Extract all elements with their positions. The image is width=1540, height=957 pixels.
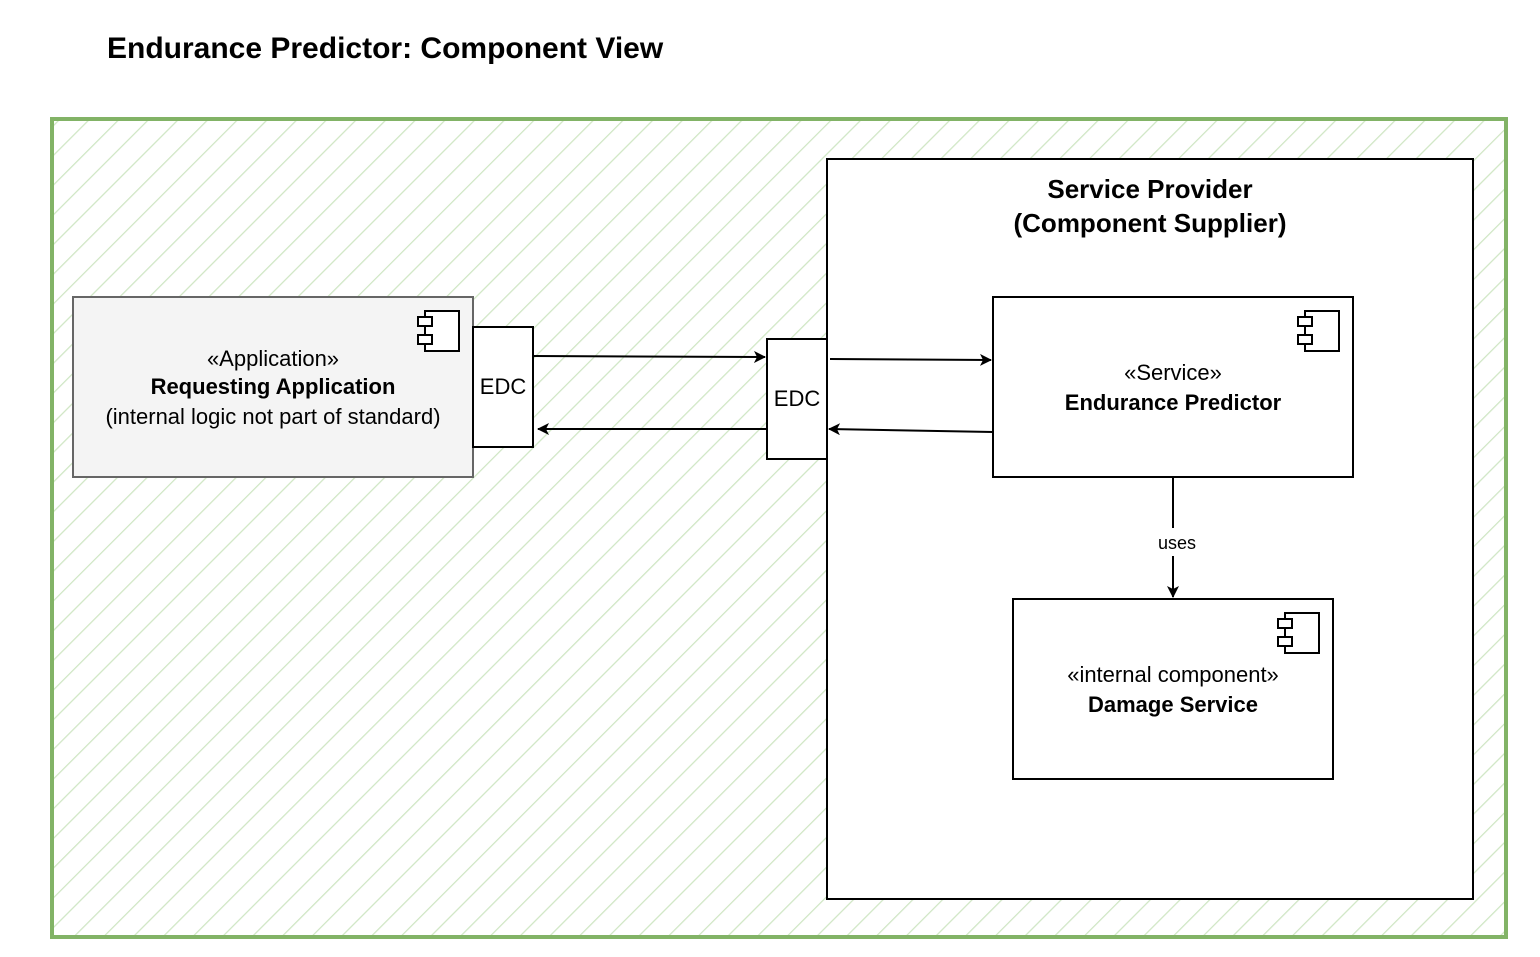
arrow-endurance-predictor-to-edc	[828, 423, 994, 436]
arrow-left-edc-to-right-edc	[532, 350, 766, 363]
damage-service-component[interactable]: «internal component» Damage Service	[1012, 598, 1334, 780]
component-icon	[417, 310, 460, 352]
arrow-edc-to-endurance-predictor	[829, 353, 992, 366]
damage-service-stereotype: «internal component»	[1067, 662, 1279, 687]
edc-left-label: EDC	[480, 374, 527, 399]
uses-label: uses	[1158, 533, 1196, 553]
page-title: Endurance Predictor: Component View	[107, 32, 664, 65]
endurance-predictor-component[interactable]: «Service» Endurance Predictor	[992, 296, 1354, 478]
component-icon	[1297, 310, 1340, 352]
service-provider-subtitle: (Component Supplier)	[1014, 208, 1287, 238]
edc-connector-left[interactable]: EDC	[472, 326, 534, 448]
damage-service-name: Damage Service	[1088, 692, 1258, 717]
requesting-application-component[interactable]: «Application» Requesting Application (in…	[72, 296, 474, 478]
requesting-application-name: Requesting Application	[151, 374, 396, 399]
service-provider-title: Service Provider	[1047, 174, 1252, 204]
endurance-predictor-stereotype: «Service»	[1124, 360, 1222, 385]
requesting-application-stereotype: «Application»	[207, 346, 339, 371]
endurance-predictor-name: Endurance Predictor	[1065, 390, 1282, 415]
edc-connector-right[interactable]: EDC	[766, 338, 828, 460]
service-provider-box[interactable]: Service Provider (Component Supplier)	[826, 158, 1474, 900]
requesting-application-note: (internal logic not part of standard)	[105, 404, 440, 429]
edc-right-label: EDC	[774, 386, 821, 411]
component-icon	[1277, 612, 1320, 654]
